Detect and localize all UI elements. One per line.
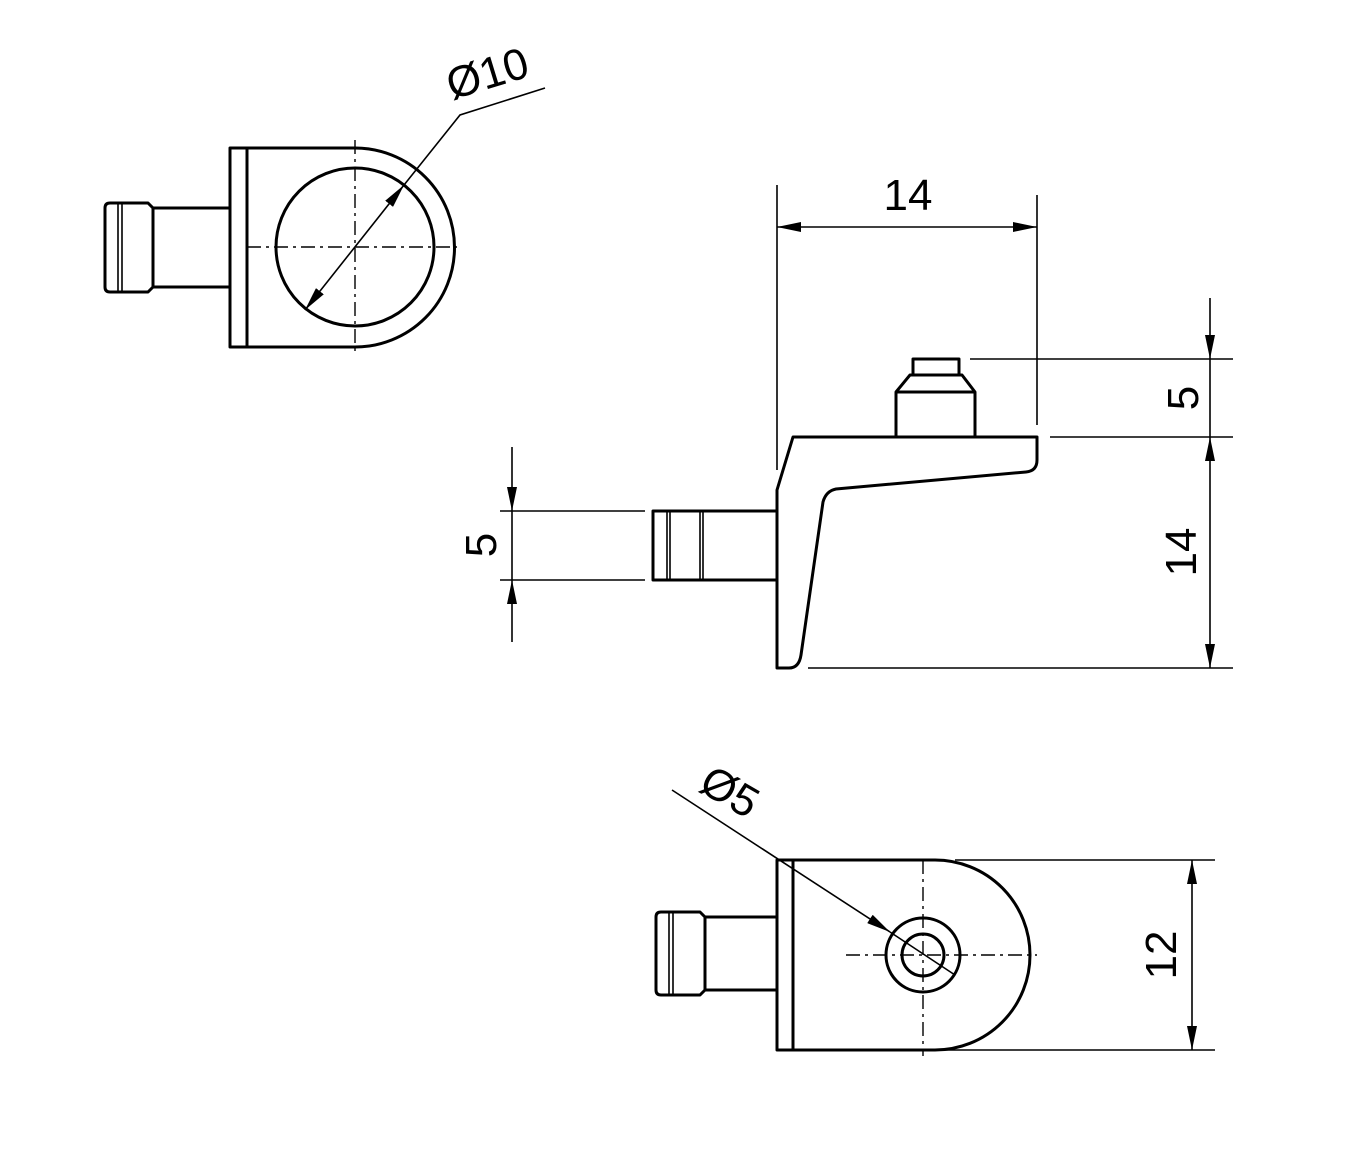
side-body-outline bbox=[775, 435, 1039, 670]
top-pin-grooves bbox=[117, 203, 123, 292]
bottom-body-outline bbox=[775, 858, 1032, 1052]
side-view: 14 5 14 5 bbox=[457, 171, 1233, 670]
dim-text-body-height: 14 bbox=[1157, 528, 1206, 577]
dim-text-depth: 12 bbox=[1137, 931, 1186, 980]
dim-line-top-hole bbox=[304, 184, 405, 311]
dim-text-pin-diameter: 5 bbox=[457, 533, 506, 557]
top-pin-head bbox=[103, 201, 155, 294]
top-pin-shaft bbox=[153, 206, 230, 289]
top-view: Ø10 bbox=[103, 38, 546, 355]
leader-bottom-hole-tail bbox=[889, 931, 956, 976]
side-pin-grooves bbox=[666, 511, 704, 580]
bottom-view: Ø5 12 bbox=[654, 756, 1215, 1056]
leader-bottom-hole bbox=[671, 789, 891, 933]
side-pin bbox=[651, 509, 779, 582]
bottom-pin-grooves bbox=[668, 912, 674, 995]
side-peg bbox=[894, 373, 977, 437]
dim-text-width: 14 bbox=[884, 171, 933, 220]
leader-top-hole bbox=[403, 87, 546, 186]
dim-text-peg-height: 5 bbox=[1159, 386, 1208, 410]
dim-text-top-hole: Ø10 bbox=[441, 38, 535, 109]
side-peg-cap bbox=[911, 357, 961, 377]
top-body-outline bbox=[228, 146, 456, 349]
bottom-pin-shaft bbox=[705, 915, 777, 992]
bottom-pin-head bbox=[654, 910, 707, 997]
dim-text-bottom-hole: Ø5 bbox=[692, 756, 767, 828]
